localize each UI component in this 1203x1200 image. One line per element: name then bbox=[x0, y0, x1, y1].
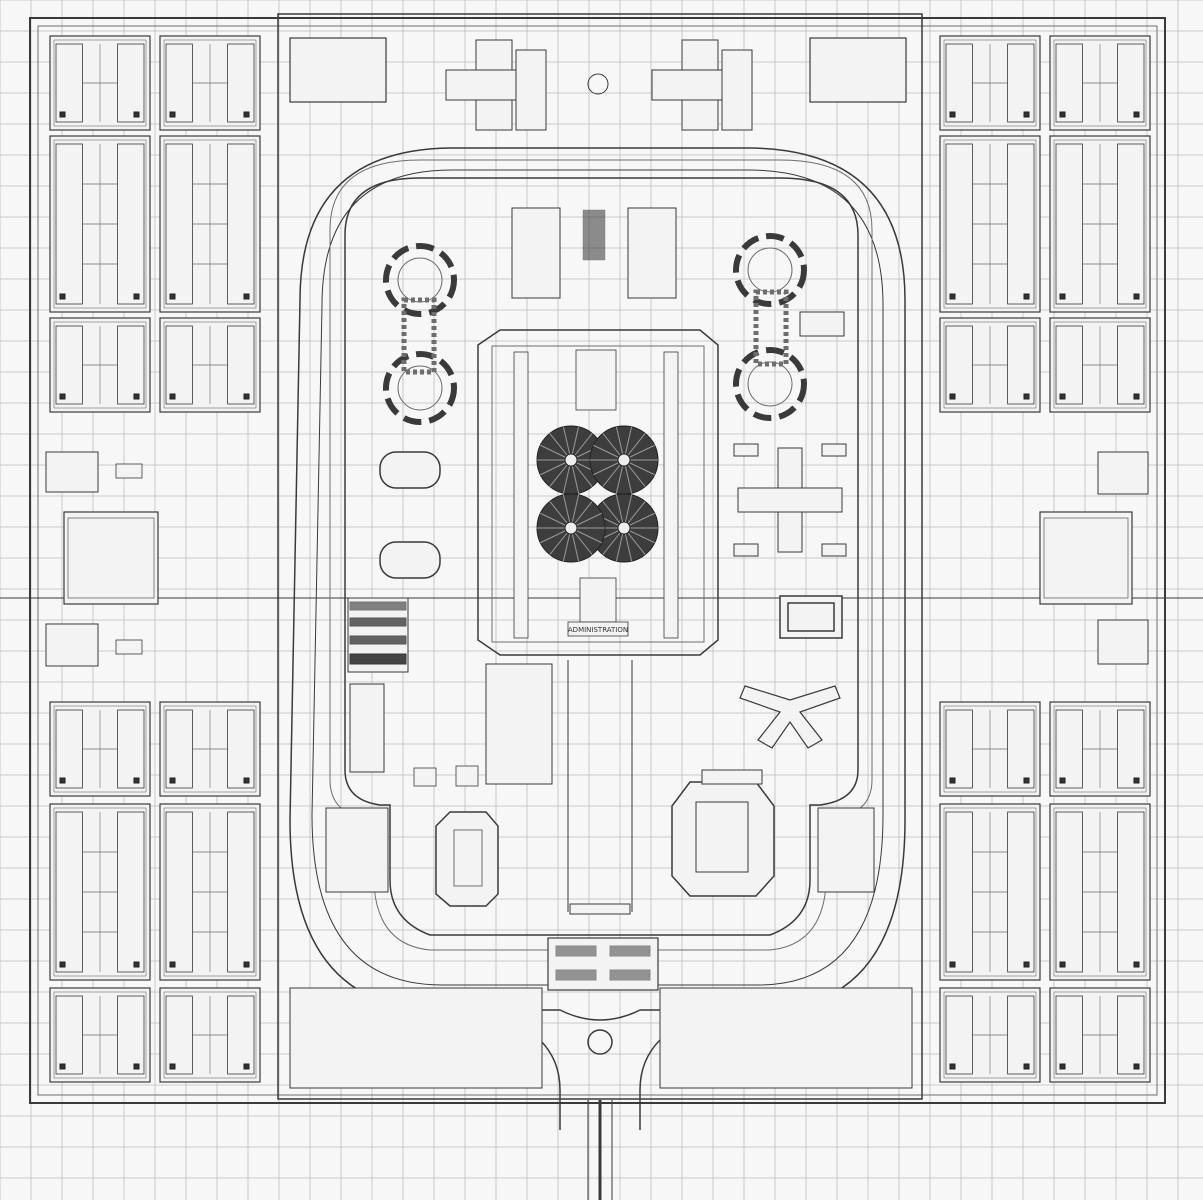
housing-block bbox=[1049, 135, 1151, 313]
radial-unit-bottom bbox=[536, 425, 659, 563]
housing-block bbox=[939, 803, 1041, 981]
housing-block bbox=[49, 701, 151, 797]
housing-block bbox=[939, 135, 1041, 313]
housing-block bbox=[49, 135, 151, 313]
housing-block bbox=[939, 35, 1041, 131]
housing-block bbox=[49, 35, 151, 131]
housing-block bbox=[159, 803, 261, 981]
housing-block bbox=[159, 317, 261, 413]
housing-block bbox=[1049, 987, 1151, 1083]
main-entry-axis bbox=[289, 660, 913, 1130]
housing-block bbox=[159, 135, 261, 313]
housing-block bbox=[159, 701, 261, 797]
housing-block bbox=[49, 317, 151, 413]
parking-block bbox=[347, 597, 409, 673]
housing-block bbox=[49, 803, 151, 981]
housing-block bbox=[49, 987, 151, 1083]
central-building-label: ADMINISTRATION bbox=[568, 626, 628, 634]
inner-service-buildings bbox=[349, 207, 845, 787]
housing-block bbox=[939, 701, 1041, 797]
housing-block bbox=[939, 317, 1041, 413]
side-buildings bbox=[45, 37, 1149, 667]
housing-block bbox=[1049, 35, 1151, 131]
housing-blocks bbox=[49, 35, 1151, 1083]
clover-housing-units bbox=[383, 233, 807, 425]
housing-block bbox=[1049, 701, 1151, 797]
housing-block bbox=[159, 35, 261, 131]
central-complex: ADMINISTRATION bbox=[477, 329, 719, 656]
housing-block bbox=[1049, 317, 1151, 413]
octagon-units bbox=[435, 769, 775, 907]
housing-block bbox=[939, 987, 1041, 1083]
top-gatehouses bbox=[445, 39, 753, 131]
housing-block bbox=[159, 987, 261, 1083]
housing-block bbox=[1049, 803, 1151, 981]
cross-units bbox=[733, 443, 847, 749]
